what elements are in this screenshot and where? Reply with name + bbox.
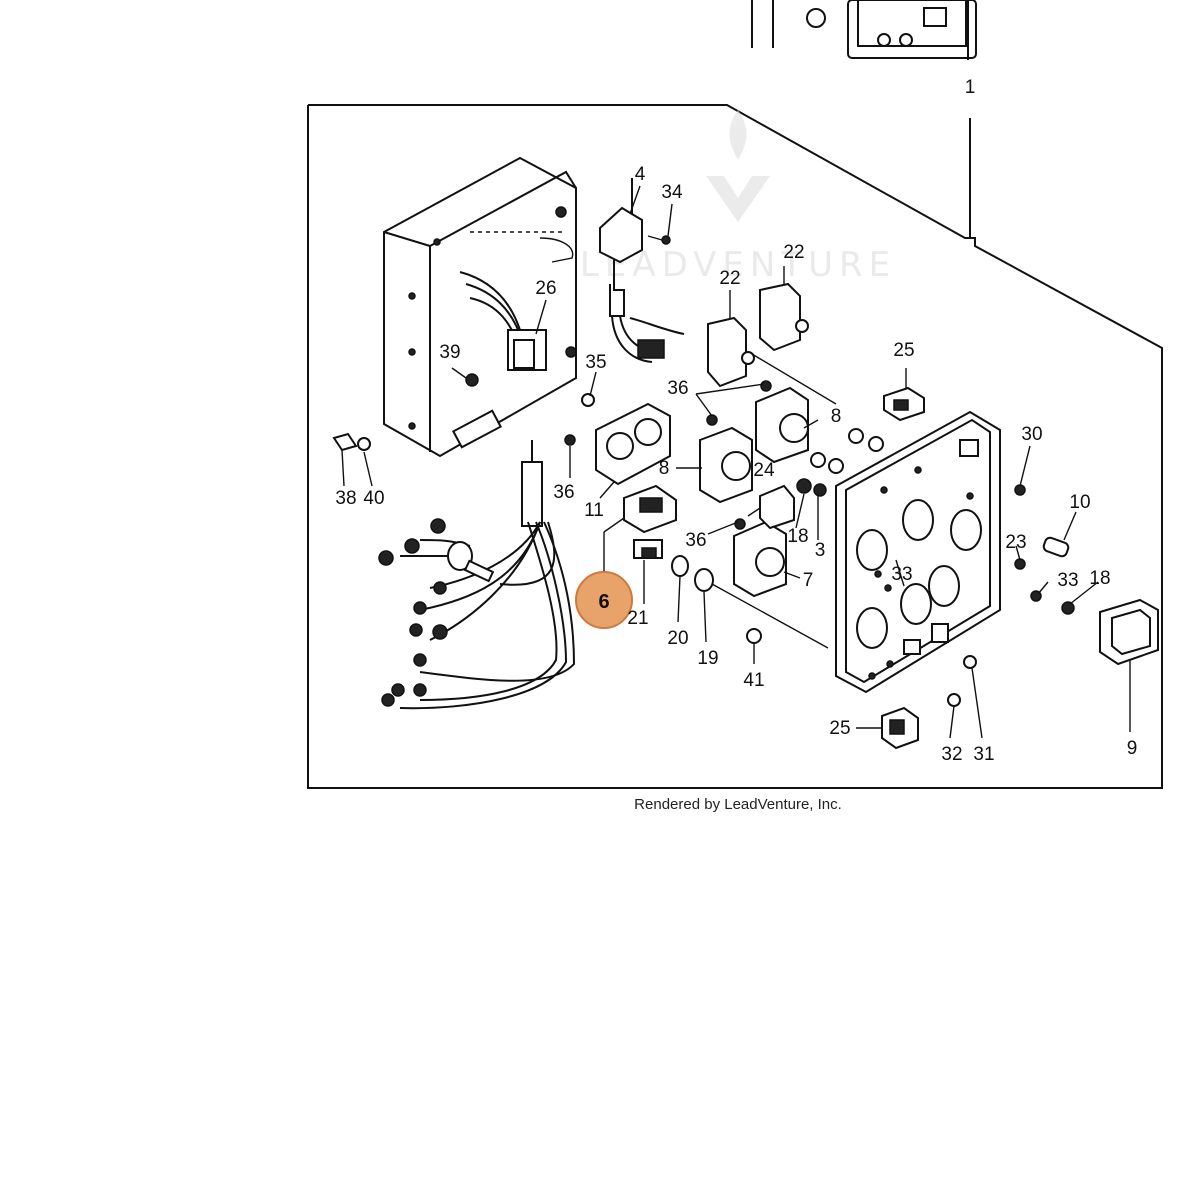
callout-25a: 25 [893,340,914,361]
part-meter-9 [1099,598,1159,732]
callout-25b: 25 [829,718,850,739]
callout-6: 6 [598,591,609,613]
callout-4: 4 [635,164,646,185]
diagram-frame [307,104,1163,789]
part-hardware-right [332,373,1075,707]
callout-10: 10 [1069,492,1090,513]
part-breakers-22 [707,266,809,388]
callout-34: 34 [661,182,683,203]
callout-1: 1 [965,77,976,98]
callout-24: 24 [753,460,775,481]
callout-3: 3 [815,540,826,561]
callout-8a: 8 [831,406,842,427]
callout-31: 31 [973,744,994,765]
callout-22b: 22 [719,268,740,289]
callout-19: 19 [697,648,718,669]
front-panel [835,410,1001,694]
callout-39: 39 [439,342,460,363]
callout-26: 26 [535,278,556,299]
part-indicator-25 [856,368,925,750]
top-unit-partial [751,0,977,60]
callout-30: 30 [1021,424,1042,445]
callout-labels: 1 4 34 22 22 26 39 35 25 36 8 30 38 40 3… [335,77,1137,765]
callout-6-highlight [575,571,633,629]
part-switch-6 [603,484,677,578]
callout-21: 21 [627,608,648,629]
callout-18b: 18 [1089,568,1110,589]
part-toggle-24 [759,428,884,530]
enclosure-box [383,156,577,458]
callout-22a: 22 [783,242,804,263]
callout-23: 23 [1005,532,1026,553]
callout-36a: 36 [667,378,688,399]
callout-18a: 18 [787,526,808,547]
part-module-4 [599,178,685,363]
callout-20: 20 [667,628,688,649]
callout-33b: 33 [1057,570,1078,591]
callout-36b: 36 [553,482,574,503]
callout-9: 9 [1127,738,1138,759]
callout-40: 40 [363,488,384,509]
callout-38: 38 [335,488,356,509]
render-caption: Rendered by LeadVenture, Inc. [634,796,842,813]
part-receptacle-11 [595,402,671,486]
callout-41: 41 [743,670,764,691]
callout-32: 32 [941,744,962,765]
callout-11: 11 [584,500,604,521]
callout-8b: 8 [659,458,670,479]
part-small-switches [633,539,829,649]
callout-7: 7 [803,570,814,591]
part-pots [564,380,809,598]
leader-lines [341,185,1099,739]
callout-35: 35 [585,352,606,373]
callout-33a: 33 [891,564,912,585]
callout-36c: 36 [685,530,706,551]
wire-harness [378,440,576,710]
